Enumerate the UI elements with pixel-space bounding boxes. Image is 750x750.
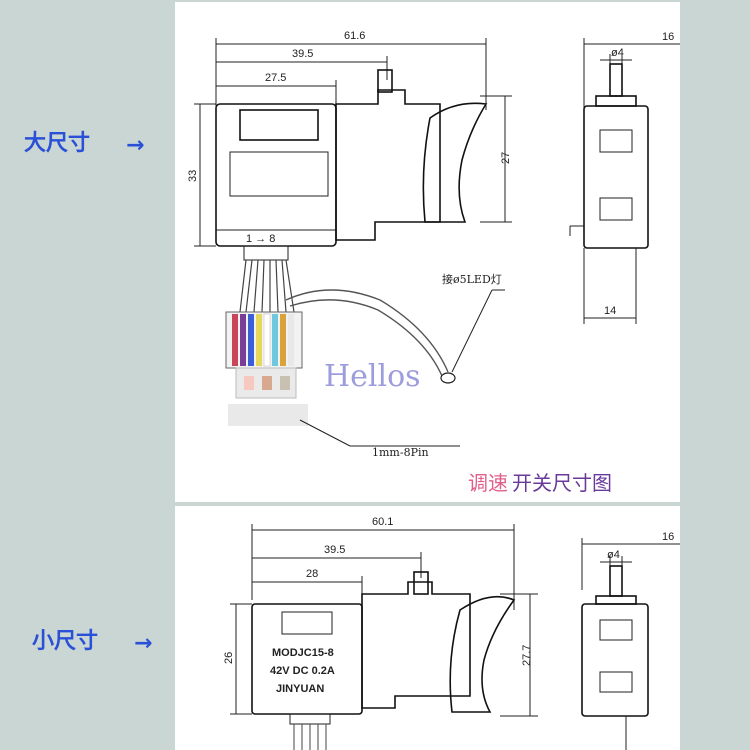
large-pin-range: 1 → 8 [246,233,275,245]
large-height-trigger: 27 [500,152,512,164]
large-side-bottom: 14 [604,305,616,317]
large-width-body: 27.5 [265,72,286,84]
small-width-body: 28 [306,568,318,580]
large-side-top-dia: ø4 [611,47,624,59]
small-size-label: 小尺寸 [32,629,98,654]
small-size-arrow: → [134,631,152,656]
title-part-switch-size: 开关尺寸图 [512,471,612,495]
small-front-view: 60.1 39.5 28 26 27.7 MODJC15-8 42V DC 0.… [223,516,538,750]
small-label-model: MODJC15-8 [272,647,334,659]
large-front-view: 61.6 39.5 27.5 33 27 1 → 8 [187,30,512,261]
small-side-top-extent: 16 [662,531,674,543]
connector-note: 1mm-8Pin [372,446,429,459]
large-size-label: 大尺寸 [24,131,90,156]
watermark-text: Hellos [324,359,421,394]
top-drawing-panel [175,2,680,502]
small-label-rating: 42V DC 0.2A [270,665,335,677]
led-note: 接ø5LED灯 [442,273,502,286]
small-side-view: ø4 16 [581,531,680,750]
large-wiring [225,259,505,447]
small-side-top-dia: ø4 [607,549,620,561]
large-side-view: ø4 16 14 [569,31,680,324]
large-size-arrow: → [126,133,144,158]
bottom-drawing-panel [175,506,680,750]
small-height-trigger: 27.7 [521,645,533,666]
large-height-body: 33 [187,170,199,182]
title-part-speed: 调速 [468,471,508,495]
large-side-top-extent: 16 [662,31,674,43]
large-width-mid: 39.5 [292,48,313,60]
small-height-body: 26 [223,652,235,664]
large-width-total: 61.6 [344,30,365,42]
small-width-mid: 39.5 [324,544,345,556]
small-label-brand: JINYUAN [276,683,324,695]
small-width-total: 60.1 [372,516,393,528]
